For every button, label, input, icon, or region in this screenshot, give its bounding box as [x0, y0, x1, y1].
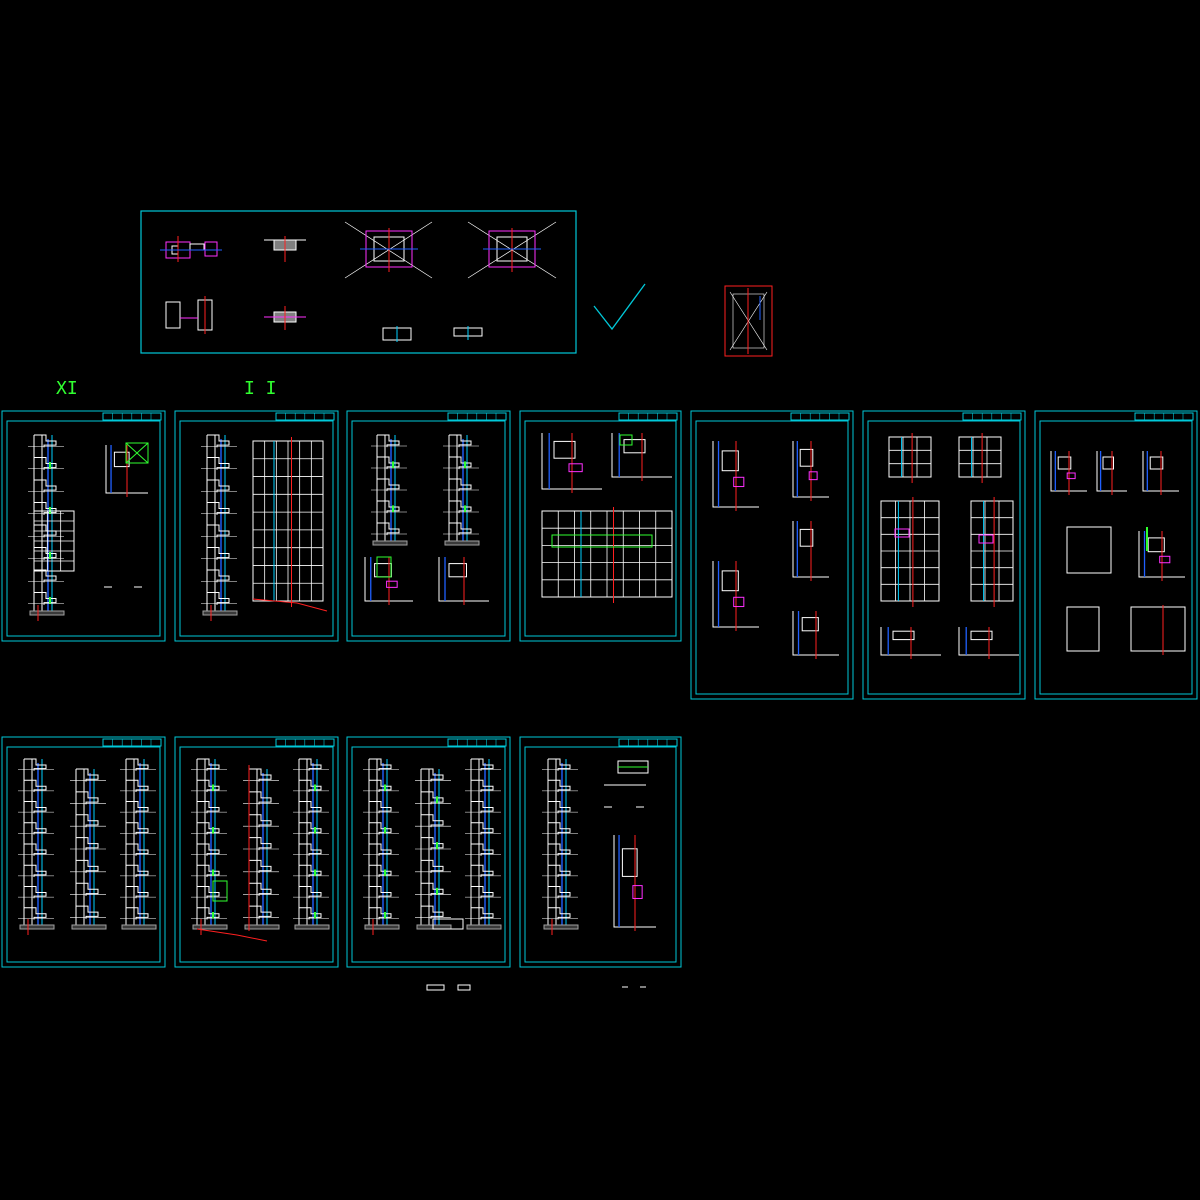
- detail-thumbnail-7: [382, 326, 412, 342]
- detail-thumbnail-3: [344, 221, 433, 279]
- detail-thumbnail-2: [264, 236, 306, 262]
- detail-thumbnail-8: [453, 326, 483, 340]
- sheet-top-6: [862, 410, 1026, 700]
- sheet-top-2: [174, 410, 339, 642]
- sheet-bottom-2: [174, 736, 339, 968]
- stray-mark-2: I I: [244, 378, 277, 399]
- sheet-bottom-1: [1, 736, 166, 968]
- check-mark: [593, 283, 646, 331]
- detail-index-panel: [140, 210, 577, 354]
- detail-thumbnail-4: [467, 221, 557, 279]
- detail-thumbnail-1: [160, 236, 222, 262]
- drawing-sheets: [1, 410, 1198, 968]
- loose-annotation-marks: [426, 984, 646, 991]
- sheet-bottom-4: [519, 736, 682, 968]
- detail-thumbnail-6: [264, 306, 306, 330]
- sheet-top-7: [1034, 410, 1198, 700]
- sheet-top-3: [346, 410, 511, 642]
- sheet-top-4: [519, 410, 682, 642]
- sheet-top-1: [1, 410, 166, 642]
- sheet-bottom-3: [346, 736, 511, 968]
- sheet-top-5: [690, 410, 854, 700]
- key-plan-box: [724, 285, 773, 357]
- stray-mark-1: XI: [56, 378, 78, 399]
- detail-thumbnail-5: [165, 296, 213, 334]
